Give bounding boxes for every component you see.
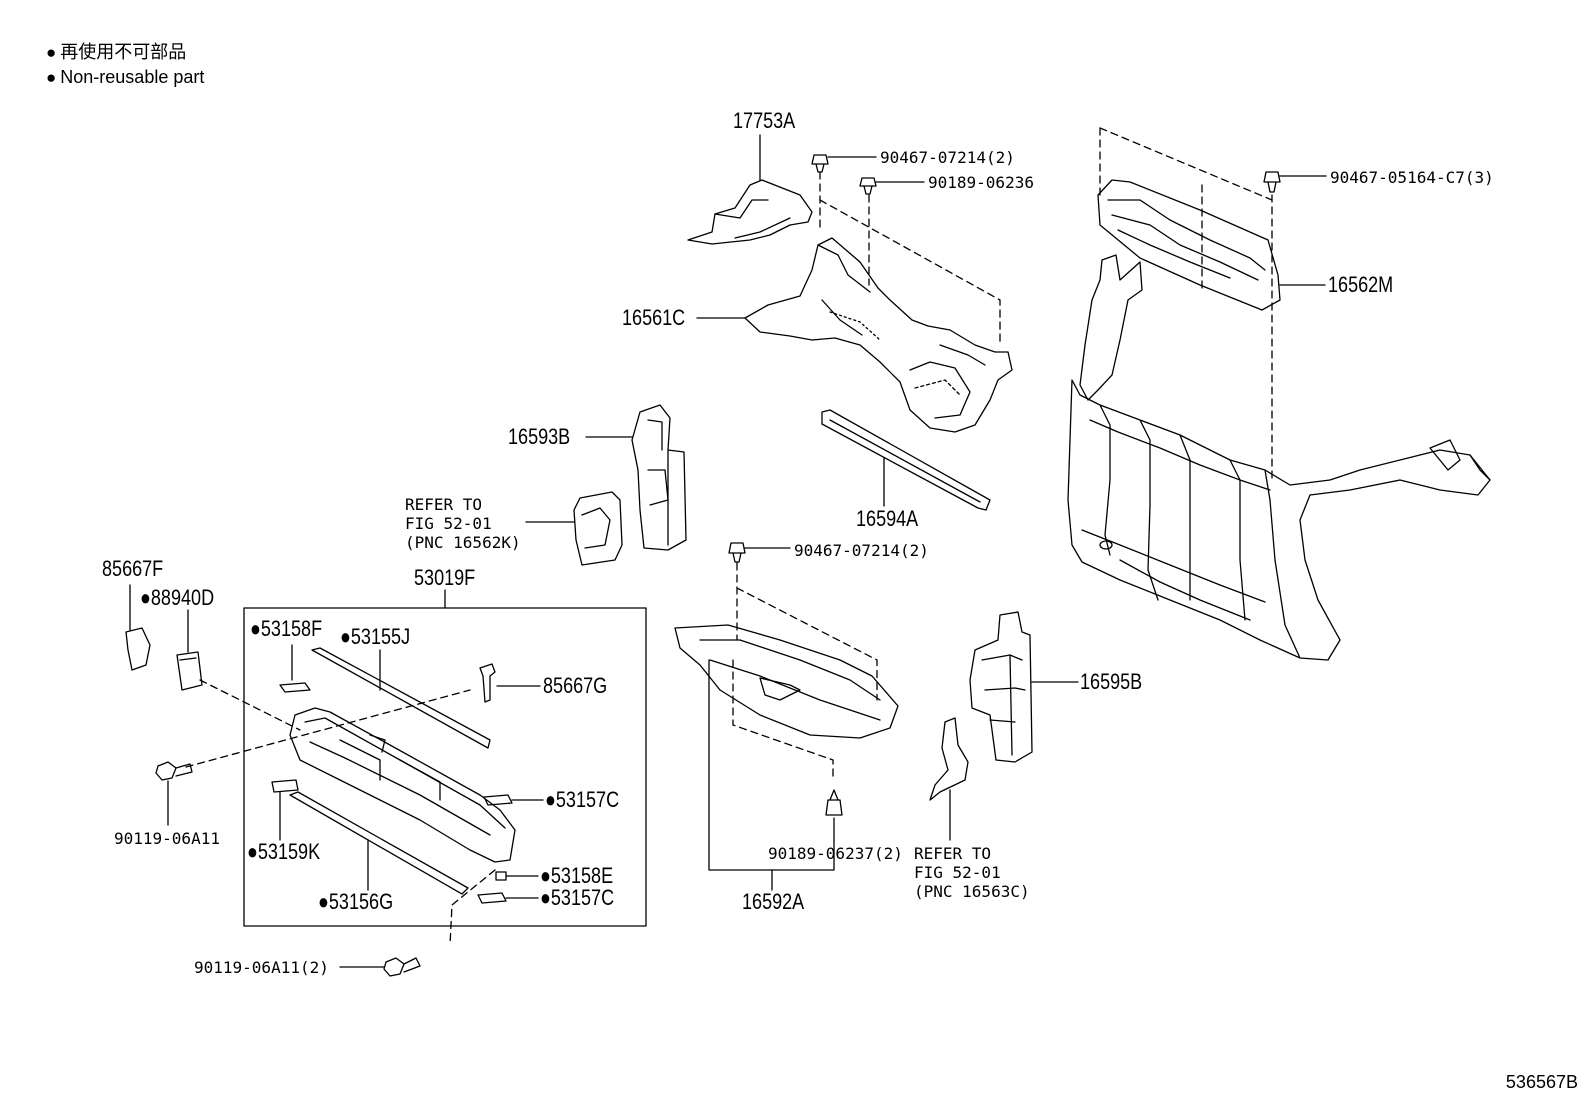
- label-16561C: 16561C: [622, 305, 686, 330]
- label-16562M: 16562M: [1328, 272, 1394, 297]
- refer-line-3: (PNC 16562K): [405, 533, 521, 552]
- label-16594A: 16594A: [856, 506, 919, 531]
- label-53155J: ●53155J: [340, 624, 411, 649]
- radiator-support-frame: [1067, 254, 1491, 661]
- label-53159K: ●53159K: [247, 839, 321, 864]
- dashed-guides-16562M: [1099, 127, 1273, 481]
- label-90189-06237: 90189-06237(2): [768, 844, 903, 863]
- label-53158F-text: 53158F: [260, 616, 323, 641]
- label-53157C-b-text: 53157C: [550, 885, 615, 910]
- label-90119-06A11: 90119-06A11: [114, 829, 220, 848]
- dashed-guides-16592A: [732, 562, 878, 781]
- kit-bracket-drawing: [289, 707, 516, 863]
- part-16595B-drawing: [969, 611, 1033, 763]
- label-90467-05164-C7: 90467-05164-C7(3): [1330, 168, 1494, 187]
- diagram-id: 536567B: [1505, 1072, 1578, 1092]
- label-17753A: 17753A: [733, 108, 796, 133]
- part-85667F-drawing: [125, 627, 151, 671]
- part-16593B-drawing: [631, 404, 687, 551]
- label-53019F: 53019F: [414, 565, 476, 590]
- label-90189-06236: 90189-06236: [928, 173, 1034, 192]
- label-53157C-a: ●53157C: [545, 787, 620, 812]
- refer-note-16562K: REFER TO FIG 52-01 (PNC 16562K): [405, 495, 521, 552]
- legend: ●再使用不可部品 ●Non-reusable part: [46, 40, 204, 90]
- refer-line-1: REFER TO: [914, 844, 992, 863]
- part-16592A-drawing: [674, 624, 899, 739]
- label-88940D-text: 88940D: [150, 585, 215, 610]
- label-53158E: ●53158E: [540, 863, 614, 888]
- ref-part-16563C-drawing: [929, 717, 969, 801]
- part-88940D-drawing: [176, 651, 203, 691]
- bullet-icon: ●: [46, 43, 57, 62]
- label-53157C-b: ●53157C: [540, 885, 615, 910]
- clip-90467-07214-top: [811, 154, 829, 173]
- clip-90189-06237: [825, 789, 843, 816]
- label-85667G: 85667G: [543, 673, 608, 698]
- dashed-guides-kit: [185, 679, 496, 946]
- label-53158E-text: 53158E: [550, 863, 614, 888]
- dashed-guides-upper: [819, 171, 1001, 346]
- ref-part-16562K-drawing: [573, 491, 623, 566]
- label-85667F: 85667F: [102, 556, 164, 581]
- refer-note-16563C: REFER TO FIG 52-01 (PNC 16563C): [914, 844, 1030, 901]
- clip-90467-05164: [1263, 171, 1281, 193]
- refer-line-2: FIG 52-01: [914, 863, 1001, 882]
- bullet-icon: ●: [46, 68, 57, 87]
- label-16593B: 16593B: [508, 424, 571, 449]
- label-53156G-text: 53156G: [328, 889, 394, 914]
- legend-row-cn: ●再使用不可部品: [46, 40, 204, 65]
- legend-text-cn: 再使用不可部品: [60, 42, 187, 62]
- part-16561C-drawing: [744, 237, 1013, 433]
- clip-90189-06236: [859, 177, 877, 195]
- bolt-90119-06A11: [155, 761, 193, 781]
- legend-text-en: Non-reusable part: [60, 67, 205, 87]
- label-16595B: 16595B: [1080, 669, 1143, 694]
- refer-line-3: (PNC 16563C): [914, 882, 1030, 901]
- label-16592A: 16592A: [742, 889, 805, 914]
- label-88940D: ●88940D: [140, 585, 215, 610]
- part-17753A-drawing: [687, 179, 813, 245]
- label-53157C-a-text: 53157C: [555, 787, 620, 812]
- label-90467-07214-mid: 90467-07214(2): [794, 541, 929, 560]
- label-90467-07214-top: 90467-07214(2): [880, 148, 1015, 167]
- refer-line-1: REFER TO: [405, 495, 483, 514]
- part-16562M-drawing: [1097, 179, 1281, 311]
- refer-line-2: FIG 52-01: [405, 514, 492, 533]
- label-53155J-text: 53155J: [350, 624, 411, 649]
- clip-90467-07214-mid: [728, 542, 746, 563]
- label-53156G: ●53156G: [318, 889, 394, 914]
- label-53159K-text: 53159K: [257, 839, 321, 864]
- part-16594A-drawing: [821, 409, 991, 511]
- label-53158F: ●53158F: [250, 616, 323, 641]
- legend-row-en: ●Non-reusable part: [46, 65, 204, 90]
- label-90119-06A11-2: 90119-06A11(2): [194, 958, 329, 977]
- bolt-90119-06A11-2: [383, 957, 421, 977]
